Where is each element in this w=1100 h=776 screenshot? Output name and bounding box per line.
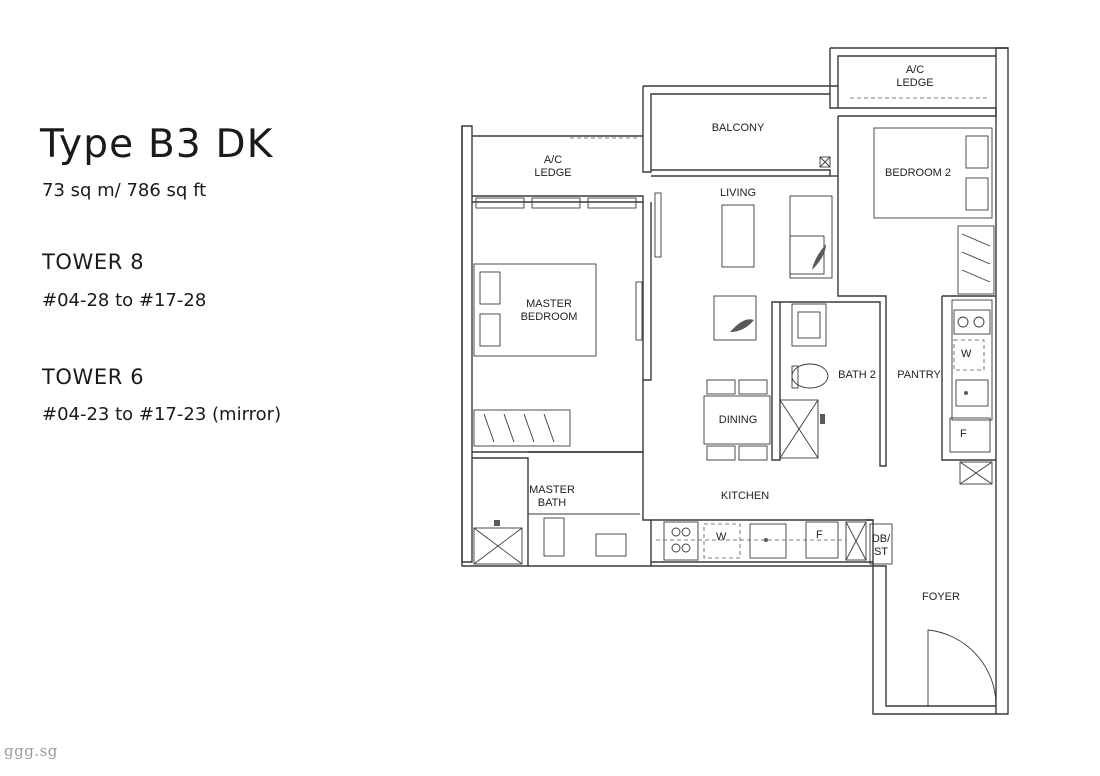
bath-2-label: BATH 2	[838, 369, 876, 381]
bath-2-fixtures	[779, 303, 829, 459]
kitchen-fixtures: W F	[656, 521, 867, 561]
db-st-label-1: DB/	[872, 533, 891, 545]
fridge-kitchen-label: F	[816, 529, 823, 541]
bedroom-2-furniture	[873, 127, 995, 295]
bedroom-2-label: BEDROOM 2	[885, 167, 951, 179]
outer-walls	[461, 47, 1009, 715]
living-furniture	[713, 195, 833, 341]
tower-8-name: TOWER 8	[42, 250, 145, 274]
windows	[475, 97, 990, 341]
master-bedroom-label-2: BEDROOM	[521, 311, 578, 323]
fridge-pantry-label: F	[960, 428, 967, 440]
washer-kitchen-label: W	[716, 531, 727, 543]
tower-6-name: TOWER 6	[42, 365, 145, 389]
tower-6-units: #04-23 to #17-23 (mirror)	[42, 404, 282, 425]
master-bath-label-1: MASTER	[529, 484, 575, 496]
balcony-label: BALCONY	[712, 122, 765, 134]
watermark: ggg.sg	[4, 742, 58, 760]
ac-ledge-left-label-1: A/C	[544, 154, 562, 166]
unit-area: 73 sq m/ 786 sq ft	[42, 180, 207, 201]
pantry-label: PANTRY	[897, 369, 941, 381]
ac-ledge-left-label-2: LEDGE	[534, 167, 571, 179]
pantry-fixtures: W F	[949, 299, 993, 485]
interior-walls	[472, 116, 996, 566]
tower-8-units: #04-28 to #17-28	[42, 290, 207, 311]
room-labels: A/C LEDGE A/C LEDGE BALCONY LIVING BEDRO…	[521, 64, 960, 603]
dining-set	[703, 379, 771, 461]
db-st-label-2: ST	[874, 546, 888, 558]
ac-ledge-right-label-1: A/C	[906, 64, 924, 76]
washer-pantry-label: W	[961, 348, 972, 360]
foyer-label: FOYER	[922, 591, 960, 603]
master-bath-label-2: BATH	[538, 497, 567, 509]
type-title: Type B3 DK	[40, 122, 274, 167]
master-bedroom-furniture	[473, 263, 597, 447]
kitchen-label: KITCHEN	[721, 490, 769, 502]
dining-label: DINING	[719, 414, 758, 426]
ac-ledge-right-label-2: LEDGE	[896, 77, 933, 89]
master-bath-fixtures	[473, 513, 640, 565]
living-label: LIVING	[720, 187, 756, 199]
foyer-elements	[819, 156, 997, 707]
master-bedroom-label-1: MASTER	[526, 298, 572, 310]
